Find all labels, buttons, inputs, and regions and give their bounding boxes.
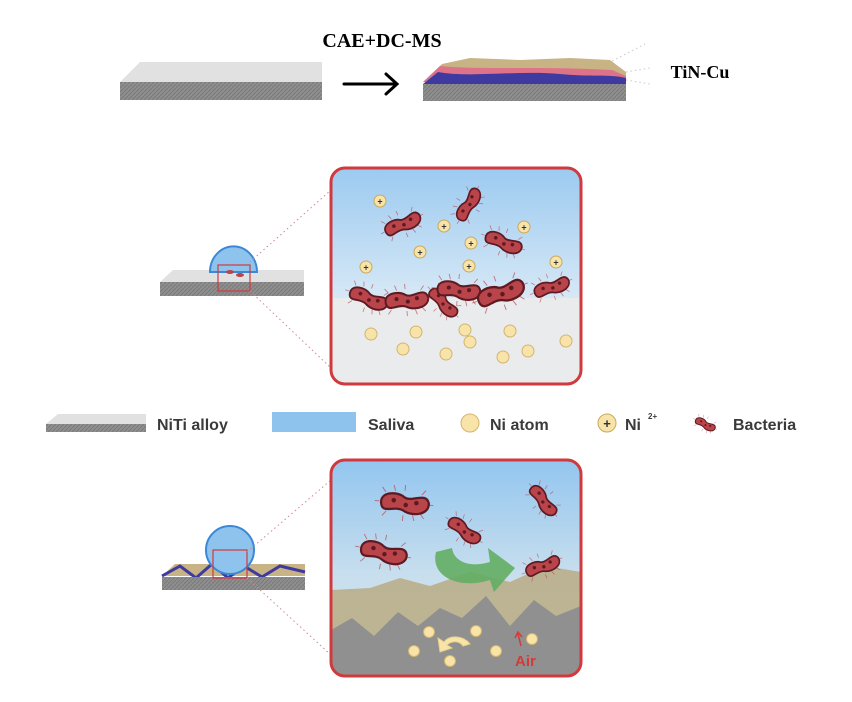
air-label: Air bbox=[515, 653, 536, 670]
legend-ni-ion-label: Ni bbox=[625, 417, 641, 434]
legend-saliva-label: Saliva bbox=[368, 417, 414, 434]
legend-ni-ion-swatch: + bbox=[597, 413, 617, 433]
process-label: CAE+DC-MS bbox=[322, 30, 441, 52]
legend-saliva-swatch bbox=[272, 412, 356, 432]
return-arrow bbox=[437, 636, 471, 653]
legend-alloy-label: NiTi alloy bbox=[157, 417, 228, 434]
svg-text:+: + bbox=[603, 416, 611, 431]
repel-arrow bbox=[435, 548, 515, 592]
legend-ni-atom-swatch bbox=[460, 413, 480, 433]
ni-atoms-trapped bbox=[408, 625, 538, 667]
ni-atoms bbox=[364, 323, 573, 364]
legend: NiTi alloy Saliva Ni atom + Ni 2+ Bacter… bbox=[46, 410, 796, 438]
process-arrow bbox=[342, 72, 400, 96]
product-label: TiN-Cu bbox=[671, 62, 730, 82]
legend-ni-atom-label: Ni atom bbox=[490, 417, 549, 434]
coated-sample bbox=[161, 479, 332, 656]
legend-bacteria-label: Bacteria bbox=[733, 417, 796, 434]
air-arrow bbox=[514, 630, 523, 647]
legend-bacteria-swatch bbox=[689, 410, 721, 438]
legend-alloy-swatch bbox=[46, 414, 146, 432]
saliva-panel-coated: Air bbox=[329, 458, 583, 678]
uncoated-sample bbox=[160, 189, 332, 369]
coated-substrate bbox=[423, 43, 651, 101]
uncoated-substrate bbox=[120, 62, 322, 100]
legend-ni-ion-charge: 2+ bbox=[648, 412, 657, 421]
saliva-panel-uncoated bbox=[329, 166, 583, 386]
